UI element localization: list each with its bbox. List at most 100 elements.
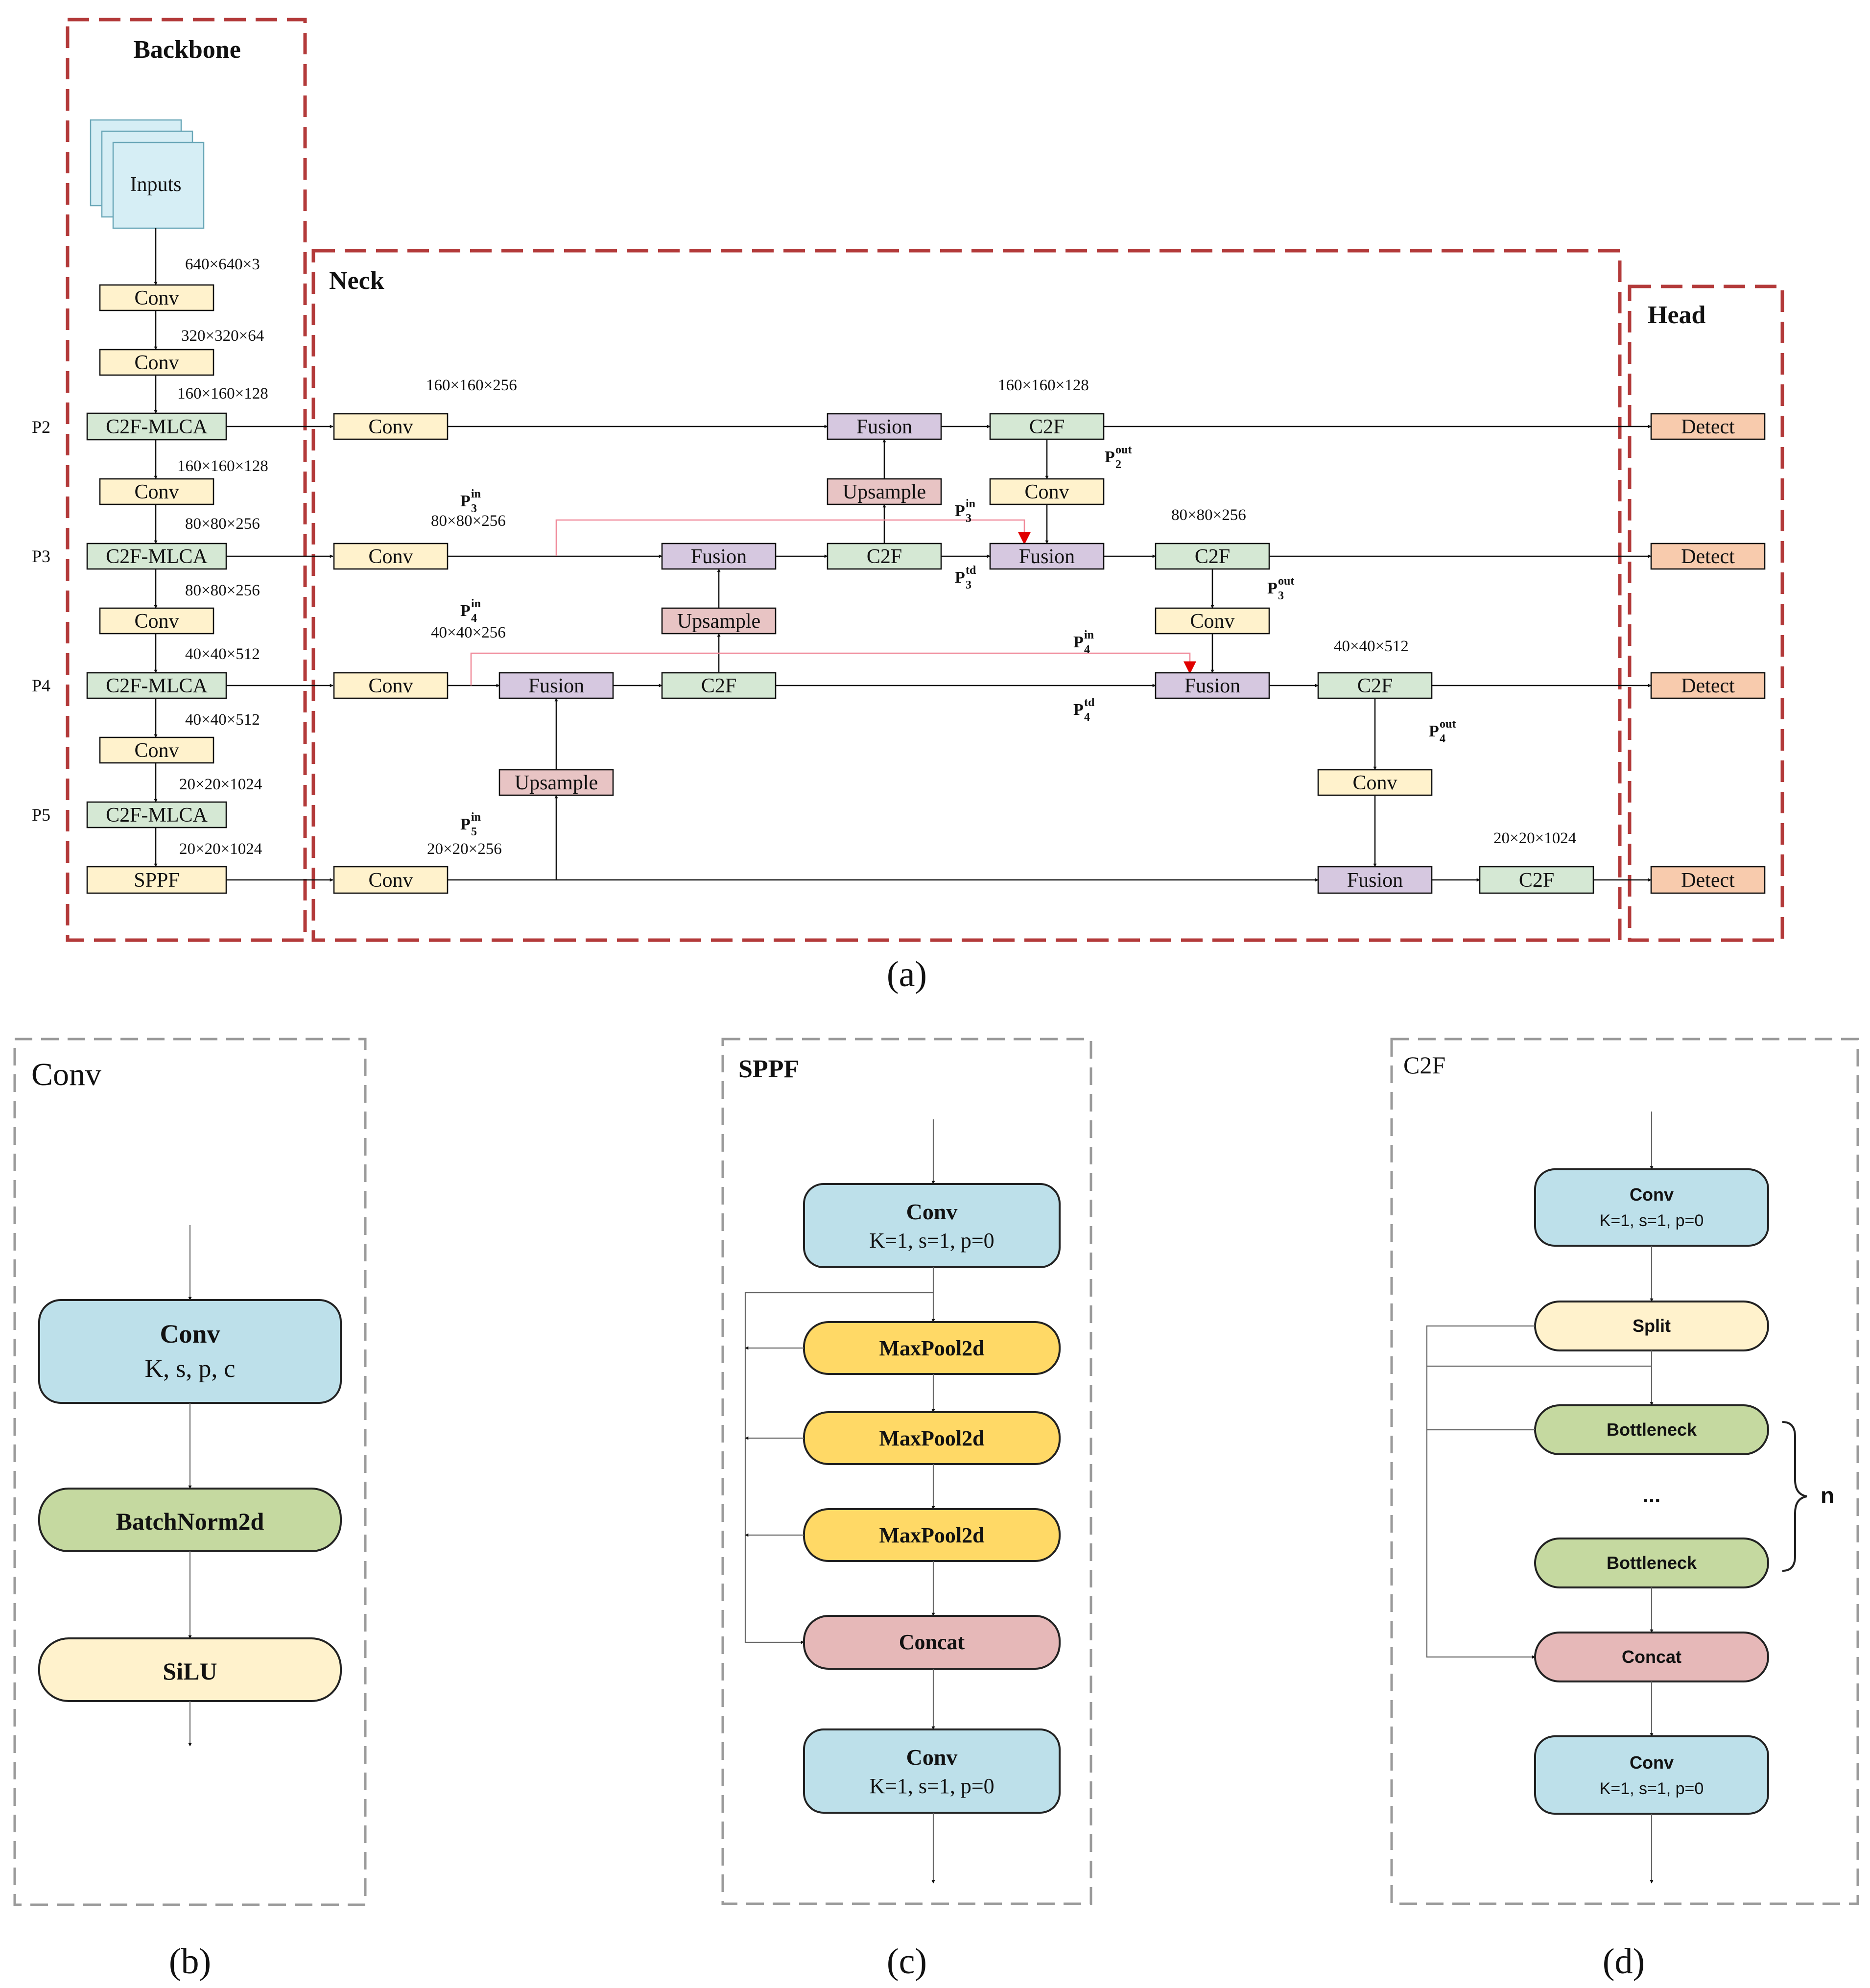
- head-blocks: Detect Detect Detect Detect: [1650, 413, 1766, 894]
- backbone-c2f-mlca-p2: [86, 412, 227, 441]
- c2f-conv-out-node: [1534, 1735, 1769, 1815]
- neck-dims: 160×160×256 80×80×256 40×40×256 20×20×25…: [426, 377, 1576, 858]
- dim-p2-in: 160×160×256: [426, 377, 517, 394]
- neck-conv-p5-label: Conv: [368, 869, 413, 892]
- sppf-conv-in-title: Conv: [906, 1199, 958, 1224]
- neck-fusion-p3-td: [661, 543, 777, 570]
- neck-c2f-p4-out-label: C2F: [1357, 675, 1393, 697]
- caption-a: (a): [887, 954, 927, 994]
- c2f-concat-label: Concat: [1622, 1647, 1681, 1667]
- p-base: P: [1429, 722, 1439, 740]
- ellipsis: ...: [1643, 1483, 1661, 1507]
- p-sub: 2: [1115, 458, 1121, 471]
- neck-conv-p2-down-label: Conv: [1024, 481, 1069, 503]
- backbone-c2f-mlca-p5: [86, 801, 227, 828]
- bottleneck-1-label: Bottleneck: [1607, 1420, 1697, 1440]
- label-p2-out: P out 2: [1105, 444, 1132, 471]
- p-base: P: [955, 568, 965, 587]
- p-sup: out: [1440, 718, 1456, 731]
- p-sup: td: [966, 564, 976, 577]
- dim-label: 80×80×256: [185, 515, 260, 533]
- c2f-conv-in-node: [1534, 1168, 1769, 1247]
- neck-conv-p3-down-label: Conv: [1190, 610, 1234, 633]
- caption-c: (c): [887, 1941, 927, 1982]
- dim-p5-out: 20×20×1024: [1493, 829, 1576, 847]
- label-p3-in-skip: P in 3: [955, 497, 975, 525]
- dim-p4-in: 40×40×256: [431, 624, 506, 641]
- sppf-conv-out-params: K=1, s=1, p=0: [869, 1774, 994, 1798]
- dim-label: 20×20×1024: [179, 840, 262, 858]
- detect-p4-label: Detect: [1681, 675, 1735, 697]
- backbone-conv-3-label: Conv: [134, 481, 179, 503]
- neck-conv-p3-down: [1155, 607, 1270, 635]
- head-frame: [1628, 284, 1784, 942]
- dim-label: 40×40×512: [185, 645, 260, 663]
- head-title: Head: [1648, 301, 1706, 329]
- neck-conv-p2: [333, 413, 449, 440]
- neck-c2f-p3-td-label: C2F: [867, 545, 902, 568]
- backbone-frame: [66, 18, 307, 942]
- caption-d: (d): [1603, 1941, 1645, 1982]
- p-sub: 4: [1084, 643, 1090, 656]
- label-p4-in-skip: P in 4: [1073, 629, 1094, 656]
- neck-c2f-p4-td: [661, 672, 777, 699]
- sppf-conv-in-node: [803, 1183, 1061, 1268]
- p-sub: 3: [966, 512, 971, 525]
- neck-fusion-p2: [827, 413, 942, 440]
- neck-conv-p4-down-label: Conv: [1352, 772, 1397, 794]
- backbone-conv-5-label: Conv: [134, 739, 179, 762]
- backbone-title: Backbone: [133, 36, 241, 64]
- neck-fusion-p2-label: Fusion: [856, 416, 912, 438]
- p-base: P: [460, 492, 471, 510]
- p-sup: in: [471, 597, 481, 610]
- backbone-c2f-mlca-p2-label: C2F-MLCA: [106, 416, 208, 438]
- neck-c2f-p4-td-label: C2F: [701, 675, 736, 697]
- p-sub: 3: [471, 502, 477, 515]
- neck-conv-p2-label: Conv: [368, 416, 413, 438]
- backbone-conv-2-label: Conv: [134, 352, 179, 374]
- panel-b: Conv Conv K, s, p, c BatchNorm2d SiLU (b…: [13, 1038, 367, 1982]
- p-sub: 3: [1278, 590, 1284, 602]
- label-p3-in: P in 3: [460, 488, 481, 515]
- panel-c: SPPF Conv K=1, s=1, p=0 MaxPool2d MaxPoo…: [721, 1038, 1092, 1982]
- neck-fusion-p4-td-label: Fusion: [528, 675, 584, 697]
- neck-c2f-p3-out: [1155, 543, 1270, 570]
- neck-blocks: Conv Conv Conv Conv Upsample Fusion C2F …: [333, 413, 1594, 894]
- level-p3: P3: [32, 546, 50, 566]
- neck-c2f-p2-out: [989, 413, 1105, 440]
- c2f-conv-in-params: K=1, s=1, p=0: [1600, 1211, 1704, 1230]
- p-sup: in: [471, 811, 481, 824]
- dim-p5-in: 20×20×256: [427, 840, 502, 858]
- neck-fusion-p4-td: [498, 672, 614, 699]
- neck-conv-p3: [333, 543, 449, 570]
- inputs-block: [112, 142, 205, 229]
- p-sup: out: [1278, 575, 1294, 588]
- p-base: P: [460, 815, 471, 833]
- p-base: P: [460, 602, 471, 620]
- neck-fusion-p5-out-label: Fusion: [1347, 869, 1403, 892]
- conv-panel-frame: [13, 1038, 367, 1906]
- dim-label: 40×40×512: [185, 711, 260, 729]
- backbone-conv-1-label: Conv: [134, 287, 179, 309]
- dim-p3-in: 80×80×256: [431, 512, 506, 530]
- level-p5: P5: [32, 805, 50, 825]
- conv-node: [38, 1299, 342, 1404]
- neck-conv-p3-label: Conv: [368, 545, 413, 568]
- neck-fusion-p4-out-label: Fusion: [1184, 675, 1240, 697]
- detect-p2-label: Detect: [1681, 416, 1735, 438]
- neck-c2f-p3-td: [827, 543, 942, 570]
- batchnorm-label: BatchNorm2d: [116, 1508, 264, 1535]
- dim-label: 20×20×1024: [179, 776, 262, 793]
- p-base: P: [1267, 579, 1278, 597]
- sppf-conv-in-params: K=1, s=1, p=0: [869, 1229, 994, 1253]
- dim-label: 160×160×128: [177, 457, 268, 475]
- backbone-conv-4: [99, 607, 214, 635]
- dim-label: 640×640×3: [185, 256, 260, 273]
- panel-d: C2F Conv K=1, s=1, p=0 Split Bottleneck …: [1390, 1038, 1859, 1982]
- neck-fusion-p4-out: [1155, 672, 1270, 699]
- p-base: P: [1073, 701, 1084, 719]
- detect-p5-label: Detect: [1681, 869, 1735, 892]
- split-label: Split: [1633, 1316, 1671, 1336]
- p-sub: 4: [1084, 711, 1090, 724]
- sppf-panel-title: SPPF: [738, 1055, 799, 1083]
